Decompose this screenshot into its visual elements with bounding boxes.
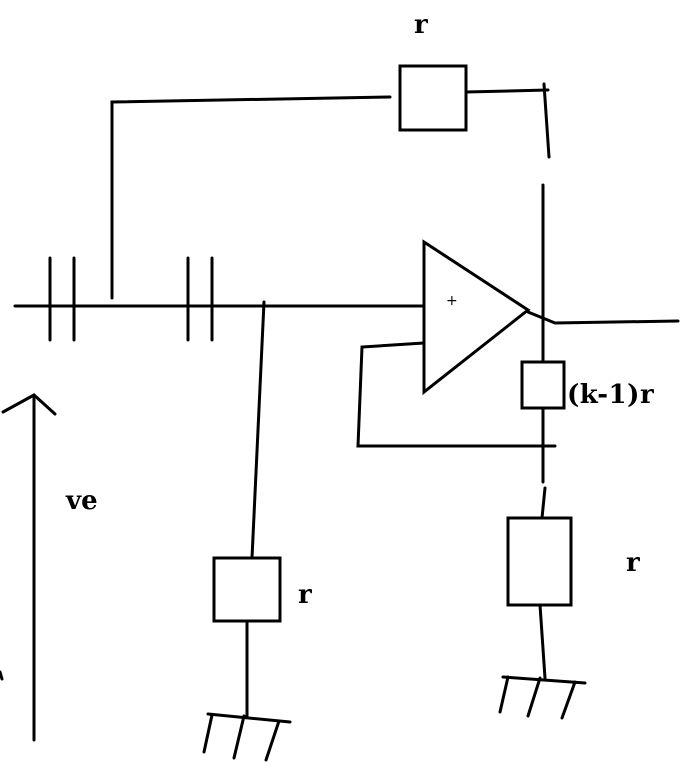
- label-r-feedback: r: [414, 10, 428, 40]
- label-r-ground-left: r: [298, 580, 312, 610]
- resistor-ground-left: [212, 556, 282, 623]
- ve-arrow: [1, 393, 57, 742]
- ground-symbol-left: [202, 712, 292, 762]
- output-wire: [526, 310, 680, 325]
- feedback-wire-drop: [542, 82, 551, 159]
- label-opamp-plus: +: [446, 293, 458, 309]
- label-ve: ve: [66, 486, 98, 516]
- resistor-k-minus-1: [520, 360, 566, 410]
- output-column-lower: [540, 486, 547, 520]
- opamp-triangle: [422, 239, 531, 396]
- label-k-minus-1-r: (k-1)r: [567, 380, 655, 410]
- feedback-wire-left: [110, 95, 392, 300]
- ground-wire-right: [538, 603, 547, 680]
- feedback-wire-right: [464, 88, 550, 94]
- ground-wire-left-upper: [250, 300, 266, 560]
- resistor-feedback: [398, 64, 468, 132]
- capacitor-2: [186, 256, 214, 342]
- resistor-ground-right: [506, 516, 573, 607]
- inverting-feedback-wire: [356, 341, 557, 448]
- label-r-ground-right: r: [626, 548, 640, 578]
- capacitor-1: [48, 256, 76, 342]
- ground-symbol-right: [498, 675, 587, 720]
- edge-tick: [0, 670, 4, 681]
